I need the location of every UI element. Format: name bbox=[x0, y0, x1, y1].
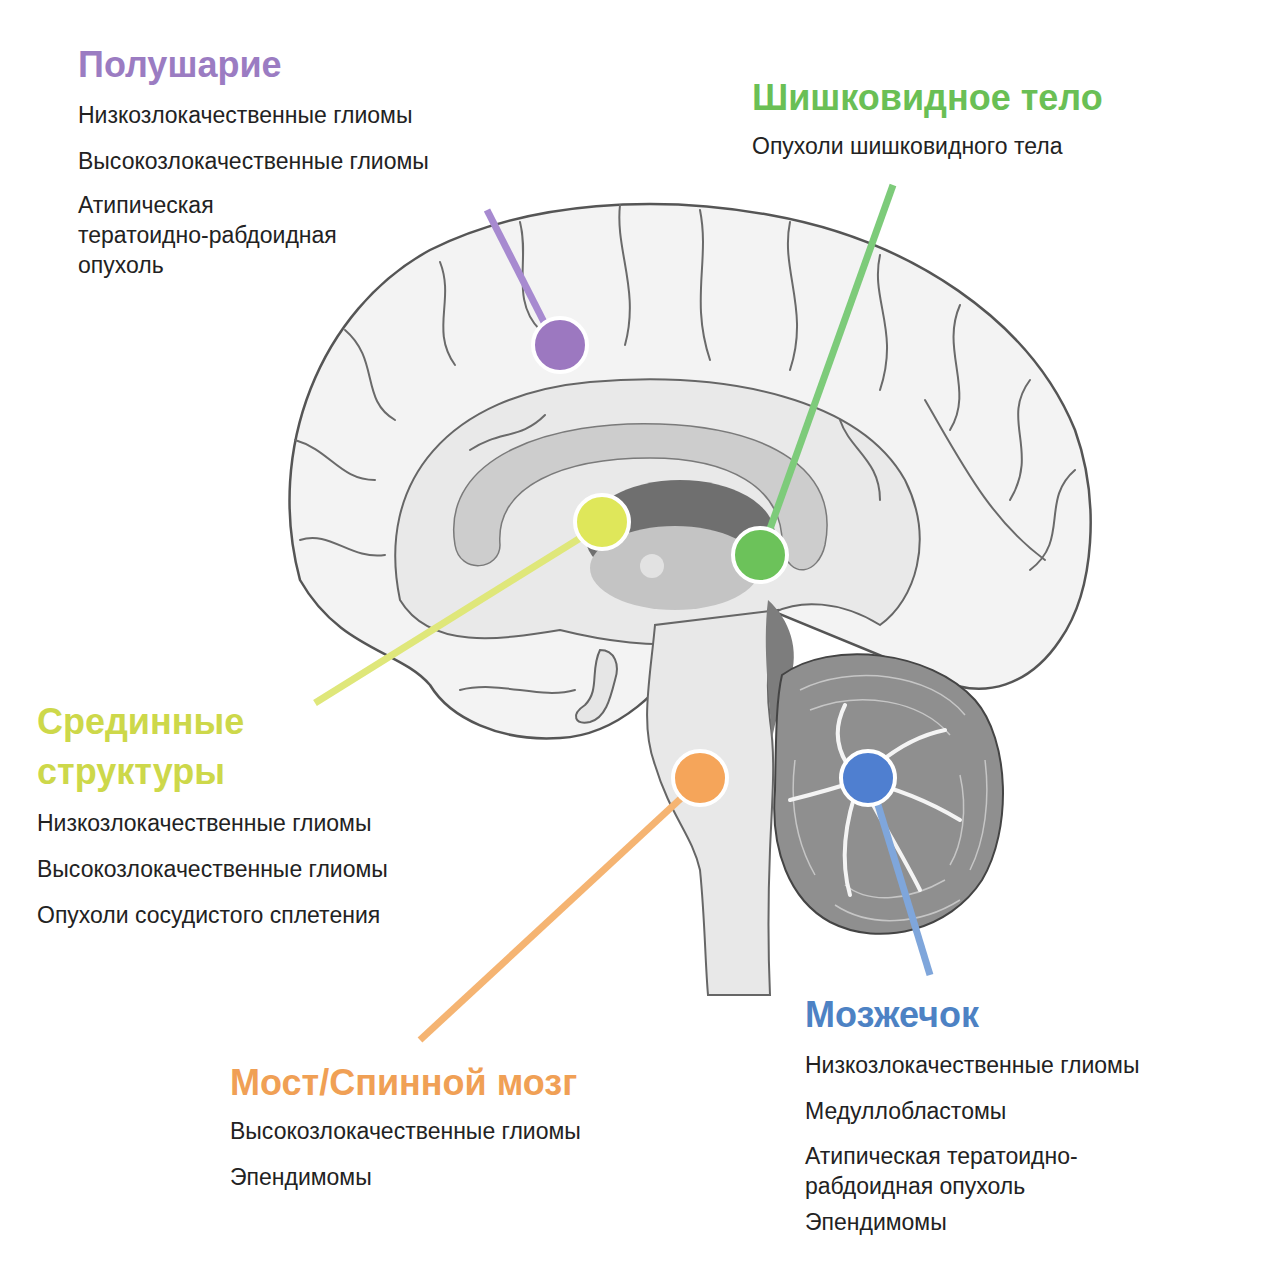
folium bbox=[793, 760, 815, 875]
tumor-type: Низкозлокачественные глиомы bbox=[37, 808, 371, 838]
cerebellum bbox=[774, 654, 1003, 934]
location-dot bbox=[533, 318, 587, 372]
brainstem bbox=[647, 610, 778, 995]
tumor-type: Опухоли шишковидного тела bbox=[752, 131, 1062, 161]
tumor-type: Эпендимомы bbox=[805, 1207, 947, 1237]
sulcus bbox=[878, 255, 887, 390]
folium bbox=[845, 880, 945, 898]
folium bbox=[835, 900, 960, 921]
location-dot bbox=[841, 751, 895, 805]
leader-lines bbox=[315, 185, 930, 1040]
pituitary bbox=[576, 650, 617, 723]
sulcus bbox=[1010, 380, 1030, 500]
tumor-type: Атипическая тератоидно-рабдоидная опухол… bbox=[78, 190, 348, 280]
sulcus bbox=[440, 262, 455, 365]
leader-line bbox=[315, 532, 590, 703]
sulcus bbox=[950, 305, 960, 430]
sulcus bbox=[460, 687, 575, 693]
region-heading: Срединные структуры bbox=[37, 697, 337, 797]
tumor-type: Низкозлокачественные глиомы bbox=[78, 100, 412, 130]
region-heading: Полушарие bbox=[78, 40, 282, 90]
leader-line bbox=[766, 185, 893, 540]
massa-intermedia bbox=[640, 554, 664, 578]
sulcus bbox=[700, 210, 710, 360]
location-dots bbox=[533, 318, 895, 805]
sulcus bbox=[619, 205, 630, 345]
sulcus bbox=[840, 420, 880, 500]
location-dot bbox=[733, 528, 787, 582]
cerebellar-folia bbox=[793, 676, 987, 921]
folium bbox=[970, 760, 987, 870]
sulcus bbox=[345, 330, 395, 420]
region-heading: Мозжечок bbox=[805, 990, 979, 1040]
sulci bbox=[295, 205, 1075, 693]
folium bbox=[810, 700, 950, 735]
sulcus bbox=[788, 222, 797, 370]
sulcus bbox=[295, 440, 375, 480]
folium bbox=[800, 676, 965, 715]
tumor-type: Медуллобластомы bbox=[805, 1096, 1006, 1126]
region-heading: Мост/Спинной мозг bbox=[230, 1058, 577, 1108]
leader-line bbox=[420, 790, 690, 1040]
tumor-type: Атипическая тератоидно-рабдоидная опухол… bbox=[805, 1141, 1205, 1201]
tumor-type: Высокозлокачественные глиомы bbox=[230, 1116, 581, 1146]
location-dot bbox=[575, 495, 629, 549]
tumor-type: Эпендимомы bbox=[230, 1162, 372, 1192]
sulcus bbox=[925, 400, 1045, 560]
arbor-vitae bbox=[790, 705, 960, 895]
tumor-type: Низкозлокачественные глиомы bbox=[805, 1050, 1139, 1080]
leader-line bbox=[875, 795, 930, 975]
location-dot bbox=[673, 751, 727, 805]
leader-line bbox=[487, 210, 548, 330]
tumor-type: Опухоли сосудистого сплетения bbox=[37, 900, 380, 930]
region-heading: Шишковидное тело bbox=[752, 73, 1103, 123]
tumor-type: Высокозлокачественные глиомы bbox=[78, 146, 429, 176]
tumor-type: Высокозлокачественные глиомы bbox=[37, 854, 388, 884]
sulcus bbox=[1030, 470, 1075, 570]
sulcus bbox=[300, 538, 385, 556]
